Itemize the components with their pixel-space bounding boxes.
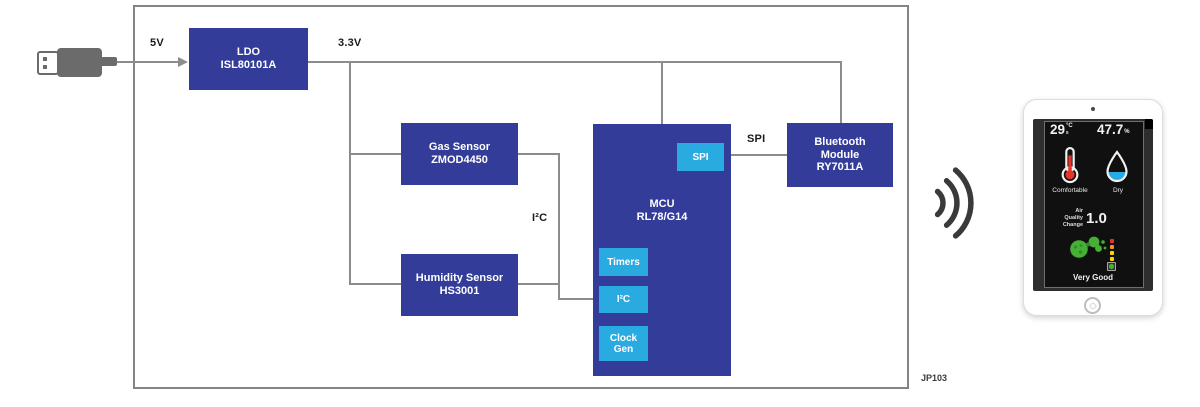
- home-button-icon: [1084, 297, 1101, 314]
- thermometer-icon: [1061, 146, 1079, 184]
- humidity-unit: %: [1124, 129, 1130, 135]
- led-dot: [1109, 251, 1114, 255]
- humidity-sensor-block: Humidity Sensor HS3001: [401, 254, 518, 316]
- gas-sensor-block: Gas Sensor ZMOD4450: [401, 123, 518, 185]
- arrowhead-icon: [178, 56, 188, 67]
- water-drop-icon: [1106, 150, 1128, 183]
- wire-rail-drop-bluetooth: [840, 61, 842, 123]
- mcu-spi-subblock: SPI: [677, 143, 724, 171]
- wire-i2c-vertical: [558, 153, 560, 300]
- air-quality-change-label: Air Quality Change: [1062, 208, 1083, 228]
- wire-spi: [731, 154, 787, 156]
- wire-feed-humidity: [349, 283, 401, 285]
- air-quality-value: 1.0: [1086, 210, 1107, 227]
- temperature-unit: °C: [1066, 123, 1073, 129]
- tablet-device: 29 °C 8 47.7 % Comfortable: [1023, 99, 1163, 316]
- mcu-block: MCU RL78/G14 SPI Timers I²C Clock Gen: [593, 124, 731, 376]
- wireless-signal-icon: [934, 167, 974, 239]
- led-scale-icon: [1107, 239, 1116, 273]
- led-dot: [1109, 245, 1114, 249]
- wire-usb-to-ldo: [117, 61, 179, 63]
- mcu-title: MCU RL78/G14: [636, 198, 688, 223]
- air-quality-verdict: Very Good: [1072, 273, 1113, 282]
- led-active-indicator: [1107, 262, 1116, 271]
- usb-shell: [37, 51, 59, 75]
- air-bubbles-icon: [1070, 236, 1107, 258]
- app-panel: [1044, 121, 1144, 288]
- mcu-i2c-subblock: I²C: [599, 286, 648, 313]
- wire-feed-gas: [349, 153, 401, 155]
- wire-i2c-gas: [518, 153, 560, 155]
- label-i2c-bus: I²C: [532, 212, 548, 224]
- ldo-block: LDO ISL80101A: [189, 28, 308, 90]
- temperature-readout: 29 °C 8: [1050, 122, 1073, 137]
- wire-rail-drop-sensors: [349, 61, 351, 285]
- humidity-status-label: Dry: [1112, 187, 1124, 194]
- wire-3v3-rail: [308, 61, 842, 63]
- tablet-screen: 29 °C 8 47.7 % Comfortable: [1033, 119, 1153, 291]
- camera-icon: [1091, 107, 1095, 111]
- mcu-timers-subblock: Timers: [599, 248, 648, 276]
- label-reference-designator: JP103: [921, 373, 948, 383]
- led-dot: [1109, 257, 1114, 261]
- temperature-sub: 8: [1066, 130, 1069, 135]
- screen-corner-shade: [1145, 119, 1153, 129]
- wire-rail-drop-mcu: [661, 61, 663, 124]
- wire-i2c-to-mcu: [558, 298, 593, 300]
- bluetooth-module-block: Bluetooth Module RY7011A: [787, 123, 893, 187]
- system-boundary-box: [133, 5, 909, 389]
- humidity-readout: 47.7 %: [1097, 122, 1130, 137]
- temperature-status-label: Comfortable: [1052, 187, 1088, 194]
- label-3v3: 3.3V: [338, 37, 362, 49]
- label-spi-bus: SPI: [747, 133, 766, 145]
- wire-i2c-humidity: [518, 283, 560, 285]
- label-5v: 5V: [150, 37, 164, 49]
- led-dot: [1109, 239, 1114, 243]
- mcu-clockgen-subblock: Clock Gen: [599, 326, 648, 361]
